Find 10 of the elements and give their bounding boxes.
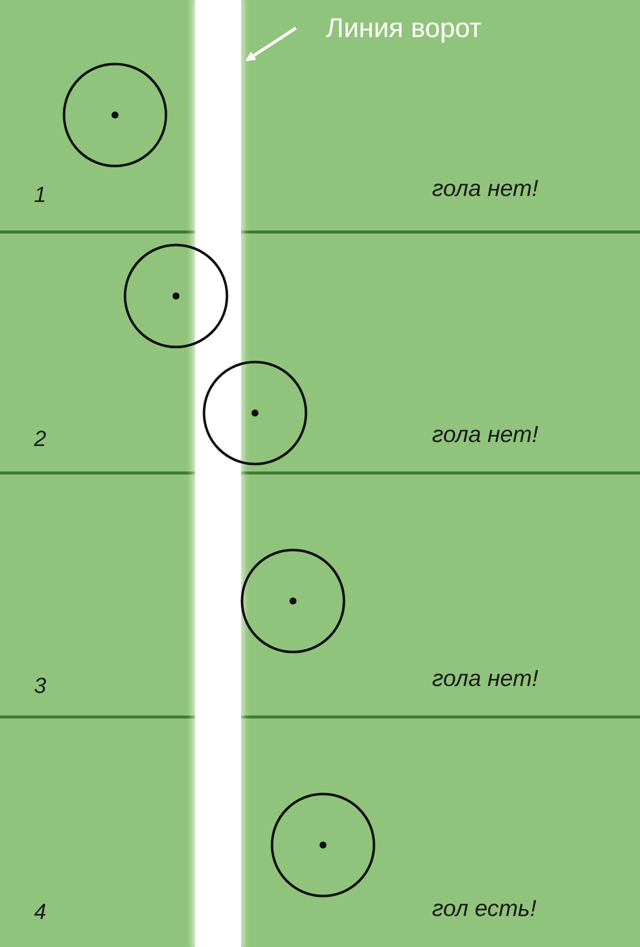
panel-number: 2 bbox=[34, 426, 46, 452]
verdict-text: гола нет! bbox=[432, 665, 538, 692]
panel-number: 4 bbox=[34, 899, 46, 925]
verdict-text: гола нет! bbox=[432, 421, 538, 448]
panel-number: 1 bbox=[34, 182, 46, 208]
caption-text: Линия ворот bbox=[326, 10, 556, 46]
leader-arrow bbox=[245, 26, 297, 62]
verdict-text: гол есть! bbox=[432, 895, 536, 922]
panel-number: 3 bbox=[34, 673, 46, 699]
verdict-text: гола нет! bbox=[432, 175, 538, 202]
